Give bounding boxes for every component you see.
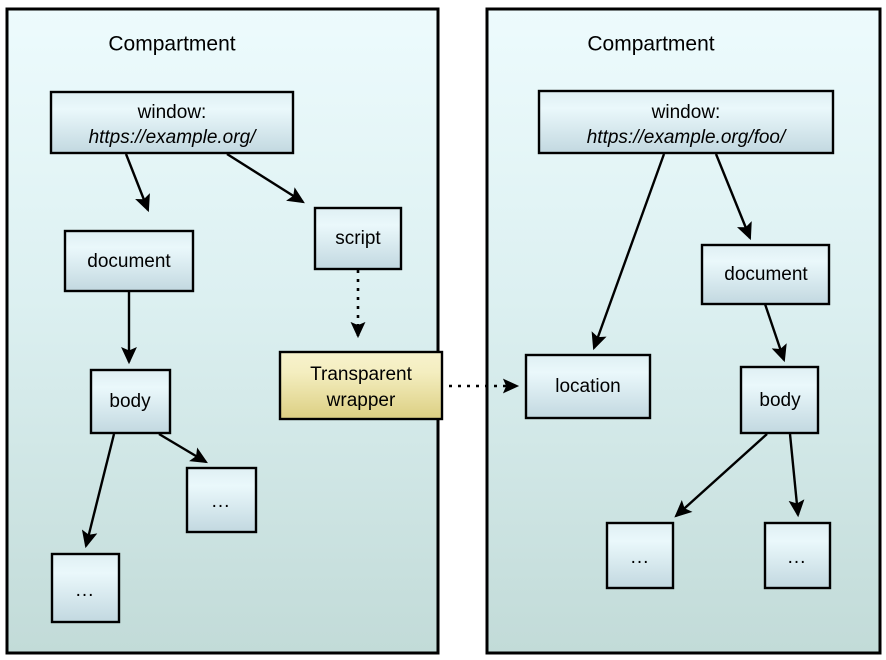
node-transparent-wrapper-box[interactable]: [278, 350, 444, 421]
edge-left-window-to-script: [226, 152, 305, 204]
node-left-script[interactable]: script: [313, 206, 403, 271]
edge-left-window-to-document: [124, 153, 150, 213]
node-transparent-wrapper[interactable]: Transparent wrapper: [278, 350, 444, 421]
node-left-window-box[interactable]: [49, 90, 295, 155]
node-left-ellipsis-a-box[interactable]: [50, 552, 121, 624]
node-right-document[interactable]: document: [700, 243, 831, 306]
node-right-location[interactable]: location: [524, 353, 652, 420]
node-right-document-box[interactable]: [700, 243, 831, 306]
node-transparent-wrapper-label-line2: wrapper: [326, 390, 396, 411]
node-left-ellipsis-b[interactable]: ...: [185, 466, 258, 534]
node-left-script-label: script: [335, 228, 381, 249]
node-left-document-box[interactable]: [63, 229, 195, 293]
node-left-script-box[interactable]: [313, 206, 403, 271]
edge-right-window-to-location: [591, 153, 666, 351]
node-right-ellipsis-a-box[interactable]: [605, 521, 675, 590]
node-right-body[interactable]: body: [739, 365, 820, 435]
node-right-ellipsis-b-label: ...: [788, 547, 807, 568]
edges-right: [591, 153, 805, 518]
node-right-window-label-line2: https://example.org/foo/: [587, 127, 787, 148]
node-right-window-box[interactable]: [537, 89, 835, 155]
edge-left-body-to-ellipsis-b: [158, 432, 208, 464]
node-left-body[interactable]: body: [89, 368, 172, 435]
node-left-ellipsis-a[interactable]: ...: [50, 552, 121, 624]
node-left-window-label-line2: https://example.org/: [89, 127, 258, 148]
edges-left: [81, 152, 366, 549]
node-right-body-box[interactable]: [739, 365, 820, 435]
edge-right-body-to-ellipsis-a: [674, 433, 768, 518]
node-right-window[interactable]: window: https://example.org/foo/: [537, 89, 835, 155]
compartment-left-title: Compartment: [108, 33, 235, 56]
node-left-ellipsis-b-label: ...: [212, 491, 231, 512]
edge-right-window-to-document: [714, 153, 752, 241]
edge-right-body-to-ellipsis-b: [788, 433, 805, 518]
node-left-body-box[interactable]: [89, 368, 172, 435]
edge-right-document-to-body: [763, 303, 787, 363]
node-right-ellipsis-a-label: ...: [631, 547, 650, 568]
edge-left-body-to-ellipsis-a: [81, 433, 116, 549]
node-left-body-label: body: [109, 391, 151, 412]
node-right-ellipsis-b[interactable]: ...: [763, 521, 832, 590]
node-right-window-label-line1: window:: [651, 102, 721, 123]
node-right-ellipsis-a[interactable]: ...: [605, 521, 675, 590]
node-right-ellipsis-b-box[interactable]: [763, 521, 832, 590]
node-left-window[interactable]: window: https://example.org/: [49, 90, 295, 155]
node-right-body-label: body: [759, 390, 801, 411]
node-left-document[interactable]: document: [63, 229, 195, 293]
compartment-right-title: Compartment: [587, 33, 714, 56]
node-right-location-box[interactable]: [524, 353, 652, 420]
node-left-window-label-line1: window:: [137, 102, 207, 123]
node-left-ellipsis-b-box[interactable]: [185, 466, 258, 534]
node-transparent-wrapper-label-line1: Transparent: [310, 364, 412, 385]
node-left-ellipsis-a-label: ...: [76, 580, 95, 601]
node-right-document-label: document: [724, 264, 808, 285]
node-left-document-label: document: [87, 251, 171, 272]
node-right-location-label: location: [555, 376, 621, 397]
